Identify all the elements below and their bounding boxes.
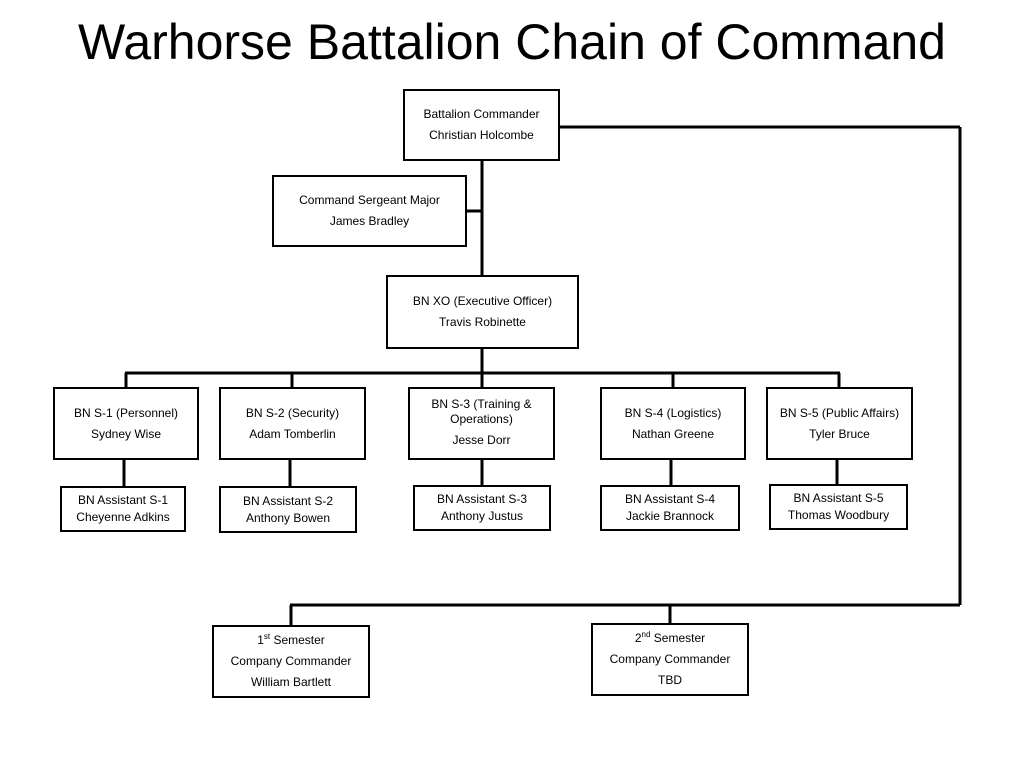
executive-officer-box: BN XO (Executive Officer) Travis Robinet…	[386, 275, 579, 349]
person-name: Travis Robinette	[439, 315, 526, 329]
position-title: BN S-5 (Public Affairs)	[779, 405, 900, 420]
staff-box-s5: BN S-5 (Public Affairs) Tyler Bruce	[766, 387, 913, 460]
position-title: BN S-4 (Logistics)	[624, 405, 722, 420]
position-title: BN S-1 (Personnel)	[73, 405, 179, 420]
position-title: Company Commander	[609, 652, 731, 666]
staff-box-s4: BN S-4 (Logistics) Nathan Greene	[600, 387, 746, 460]
assistant-box-s4: BN Assistant S-4 Jackie Brannock	[600, 485, 740, 531]
position-title: BN Assistant S-5	[793, 491, 884, 505]
position-title: Command Sergeant Major	[299, 193, 440, 207]
person-name: Tyler Bruce	[809, 426, 870, 441]
staff-box-s3: BN S-3 (Training & Operations) Jesse Dor…	[408, 387, 555, 460]
person-name: James Bradley	[329, 214, 410, 228]
position-title: BN Assistant S-4	[624, 492, 716, 506]
assistant-box-s2: BN Assistant S-2 Anthony Bowen	[219, 486, 357, 533]
person-name: Anthony Bowen	[245, 510, 331, 525]
person-name: Anthony Justus	[440, 509, 524, 523]
position-title: BN S-2 (Security)	[245, 405, 340, 420]
person-name: Jesse Dorr	[452, 433, 511, 447]
assistant-box-s5: BN Assistant S-5 Thomas Woodbury	[769, 484, 908, 530]
position-title: BN Assistant S-3	[436, 492, 528, 506]
person-name: Cheyenne Adkins	[76, 510, 170, 524]
position-title: BN Assistant S-2	[242, 493, 334, 508]
person-name: Jackie Brannock	[625, 509, 715, 523]
command-sergeant-major-box: Command Sergeant Major James Bradley	[272, 175, 467, 247]
assistant-box-s1: BN Assistant S-1 Cheyenne Adkins	[60, 486, 186, 532]
person-name: Thomas Woodbury	[787, 508, 890, 522]
person-name: William Bartlett	[250, 675, 331, 689]
assistant-box-s3: BN Assistant S-3 Anthony Justus	[413, 485, 551, 531]
position-title: Battalion Commander	[423, 107, 540, 121]
person-name: Adam Tomberlin	[249, 426, 336, 441]
position-title: BN XO (Executive Officer)	[412, 294, 553, 308]
person-name: TBD	[658, 673, 682, 687]
semester-label: 1st Semester	[257, 632, 325, 648]
position-title: BN S-3 (Training & Operations)	[431, 397, 532, 426]
position-title: BN Assistant S-1	[77, 493, 169, 507]
battalion-commander-box: Battalion Commander Christian Holcombe	[403, 89, 560, 161]
company-commander-box-first: 1st Semester Company Commander William B…	[212, 625, 370, 698]
person-name: Sydney Wise	[90, 426, 162, 441]
person-name: Nathan Greene	[631, 426, 715, 441]
staff-box-s1: BN S-1 (Personnel) Sydney Wise	[53, 387, 199, 460]
position-title: Company Commander	[230, 654, 352, 668]
staff-box-s2: BN S-2 (Security) Adam Tomberlin	[219, 387, 366, 460]
page-title: Warhorse Battalion Chain of Command	[78, 14, 946, 70]
person-name: Christian Holcombe	[429, 128, 534, 142]
semester-label: 2nd Semester	[634, 630, 706, 646]
company-commander-box-second: 2nd Semester Company Commander TBD	[591, 623, 749, 696]
